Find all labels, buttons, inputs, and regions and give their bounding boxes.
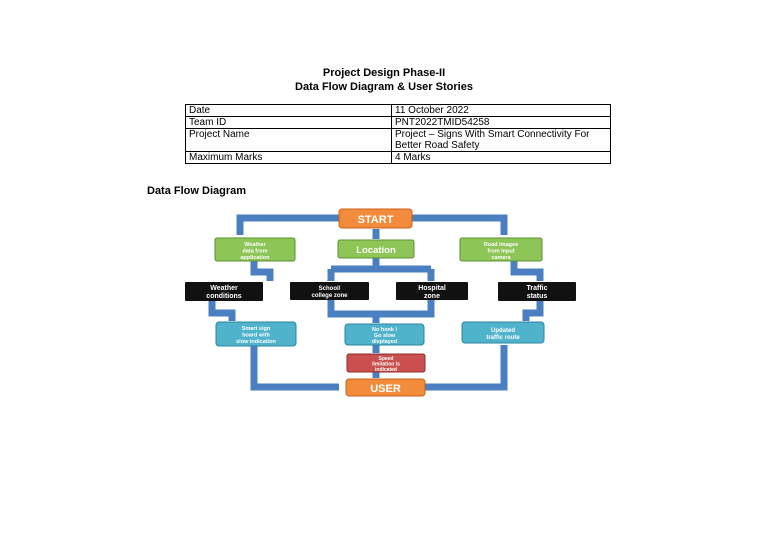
weather-conditions-node: Weather conditions — [185, 282, 263, 301]
updated-route-line1: Updated — [491, 328, 515, 334]
road-images-line1: Road images — [484, 242, 518, 248]
road-images-line3: camera — [491, 255, 511, 261]
location-node: Location — [337, 239, 415, 259]
weather-conditions-line2: conditions — [206, 293, 241, 300]
hospital-zone-line1: Hospital — [418, 285, 446, 292]
weather-data-line3: application — [240, 255, 270, 261]
project-info-table: Date 11 October 2022 Team ID PNT2022TMID… — [185, 104, 611, 164]
start-label: START — [358, 214, 394, 226]
no-honk-line3: displayed — [372, 339, 397, 345]
updated-route-node: Updated traffic route — [461, 321, 545, 344]
table-row: Project Name Project – Signs With Smart … — [185, 128, 611, 152]
speed-limit-line3: indicated — [375, 367, 397, 373]
speed-limit-line2: limitation is — [372, 362, 400, 368]
speed-limit-node: Speed limitation is indicated — [346, 353, 426, 373]
school-zone-line1: School/ — [319, 286, 341, 292]
table-row: Date 11 October 2022 — [185, 104, 611, 117]
table-cell-value: Project – Signs With Smart Connectivity … — [391, 128, 611, 152]
connector-arrows — [208, 214, 544, 391]
arrow-smartsign-to-user — [250, 345, 339, 391]
doc-title: Project Design Phase-II — [322, 67, 446, 79]
arrow-start-to-road — [412, 214, 508, 235]
doc-subtitle: Data Flow Diagram & User Stories — [295, 81, 473, 93]
table-cell-value: 11 October 2022 — [391, 104, 611, 117]
table-cell-label: Date — [185, 104, 392, 117]
no-honk-node: No honk \ Go slow displayed — [344, 323, 425, 346]
smart-sign-line3: slow indication — [236, 339, 276, 345]
section-heading: Data Flow Diagram — [147, 185, 247, 197]
table-cell-value: 4 Marks — [391, 151, 611, 164]
arrow-conditions-to-smartsign — [208, 300, 236, 321]
weather-data-node: Weather data from application — [214, 237, 296, 262]
arrow-start-to-weather — [236, 214, 340, 235]
school-zone-line2: college zone — [311, 293, 348, 299]
arrow-route-to-user — [415, 345, 508, 391]
hospital-zone-line2: zone — [424, 293, 440, 300]
updated-route-line2: traffic route — [486, 335, 520, 341]
smart-sign-line1: Smart sign — [242, 326, 271, 332]
arrow-traffic-to-route — [522, 300, 544, 321]
smart-sign-node: Smart sign board with slow indication — [215, 321, 297, 347]
user-node: USER — [345, 378, 426, 397]
arrow-weather-to-conditions — [250, 260, 274, 281]
smart-sign-line2: board with — [242, 333, 270, 339]
table-row: Maximum Marks 4 Marks — [185, 151, 611, 164]
speed-limit-line1: Speed — [378, 356, 393, 362]
hospital-zone-node: Hospital zone — [396, 282, 468, 300]
no-honk-line1: No honk \ — [372, 327, 398, 333]
weather-conditions-line1: Weather — [210, 285, 238, 292]
traffic-status-line2: status — [527, 293, 548, 300]
school-zone-node: School/ college zone — [290, 282, 369, 300]
traffic-status-line1: Traffic — [526, 285, 547, 292]
table-row: Team ID PNT2022TMID54258 — [185, 116, 611, 129]
project-name-line2: Better Road Safety — [395, 140, 480, 151]
user-label: USER — [370, 383, 401, 395]
no-honk-line2: Go slow — [374, 333, 396, 339]
project-name-line1: Project – Signs With Smart Connectivity … — [395, 129, 590, 140]
start-node: START — [338, 208, 413, 229]
road-images-node: Road images from input camera — [459, 237, 543, 262]
road-images-line2: from input — [487, 249, 514, 255]
arrow-road-to-traffic — [510, 260, 544, 281]
arrow-zones-join — [327, 300, 435, 318]
traffic-status-node: Traffic status — [498, 282, 576, 301]
table-cell-label: Maximum Marks — [185, 151, 392, 164]
table-cell-value: PNT2022TMID54258 — [391, 116, 611, 129]
data-flow-diagram: START Weather data from application Loca… — [185, 208, 576, 397]
location-label: Location — [356, 245, 396, 256]
table-cell-label: Project Name — [185, 128, 392, 152]
weather-data-line2: data from — [242, 249, 267, 255]
weather-data-line1: Weather — [244, 242, 266, 248]
table-cell-label: Team ID — [185, 116, 392, 129]
